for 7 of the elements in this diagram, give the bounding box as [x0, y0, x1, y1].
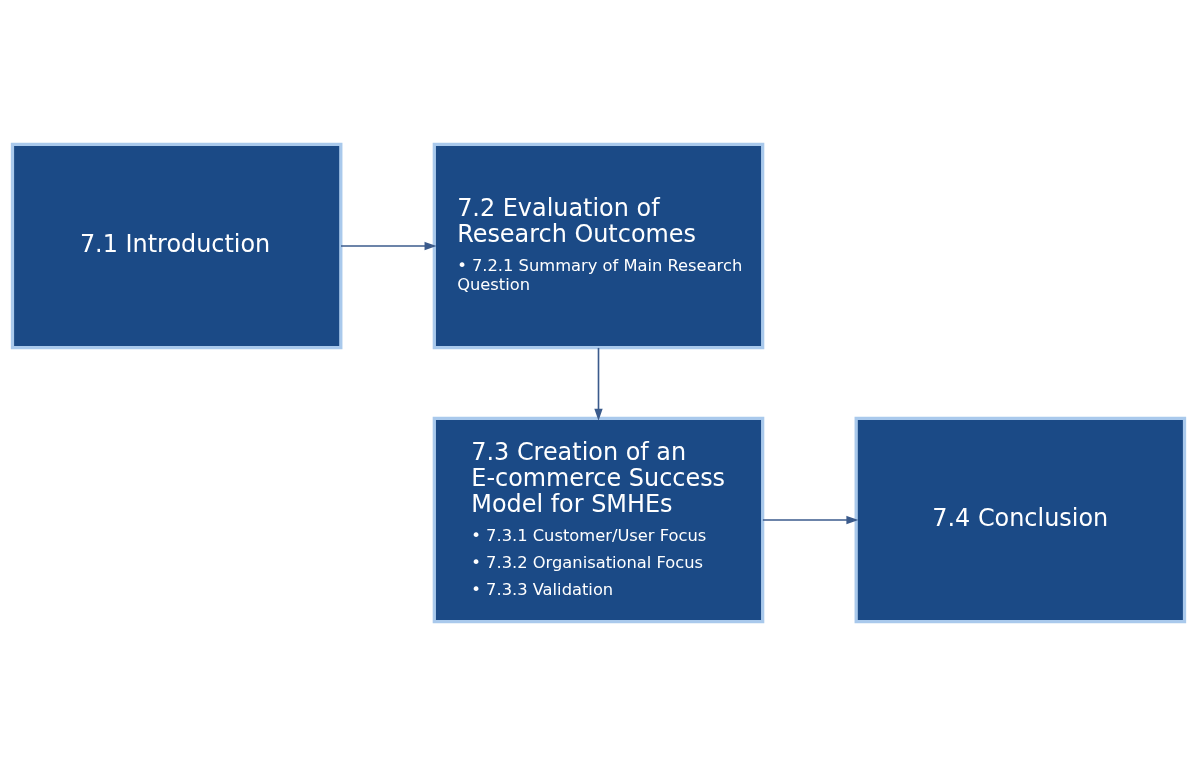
- node-box: 7.4 Conclusion: [854, 416, 1187, 624]
- arrow: [594, 347, 603, 421]
- node-box: 7.3 Creation of an E-commerce Success Model for SMHEs • 7.3.1 Customer/User Focus • 7.3.2 Organisational Focus • 7.3.3 Validation: [432, 416, 765, 624]
- arrow: [340, 241, 437, 251]
- node-box: 7.2 Evaluation of Research Outcomes • 7.2.1 Summary of Main Research Question: [432, 142, 765, 350]
- arrow: [762, 515, 859, 525]
- node-box: 7.1 Introduction: [10, 142, 343, 350]
